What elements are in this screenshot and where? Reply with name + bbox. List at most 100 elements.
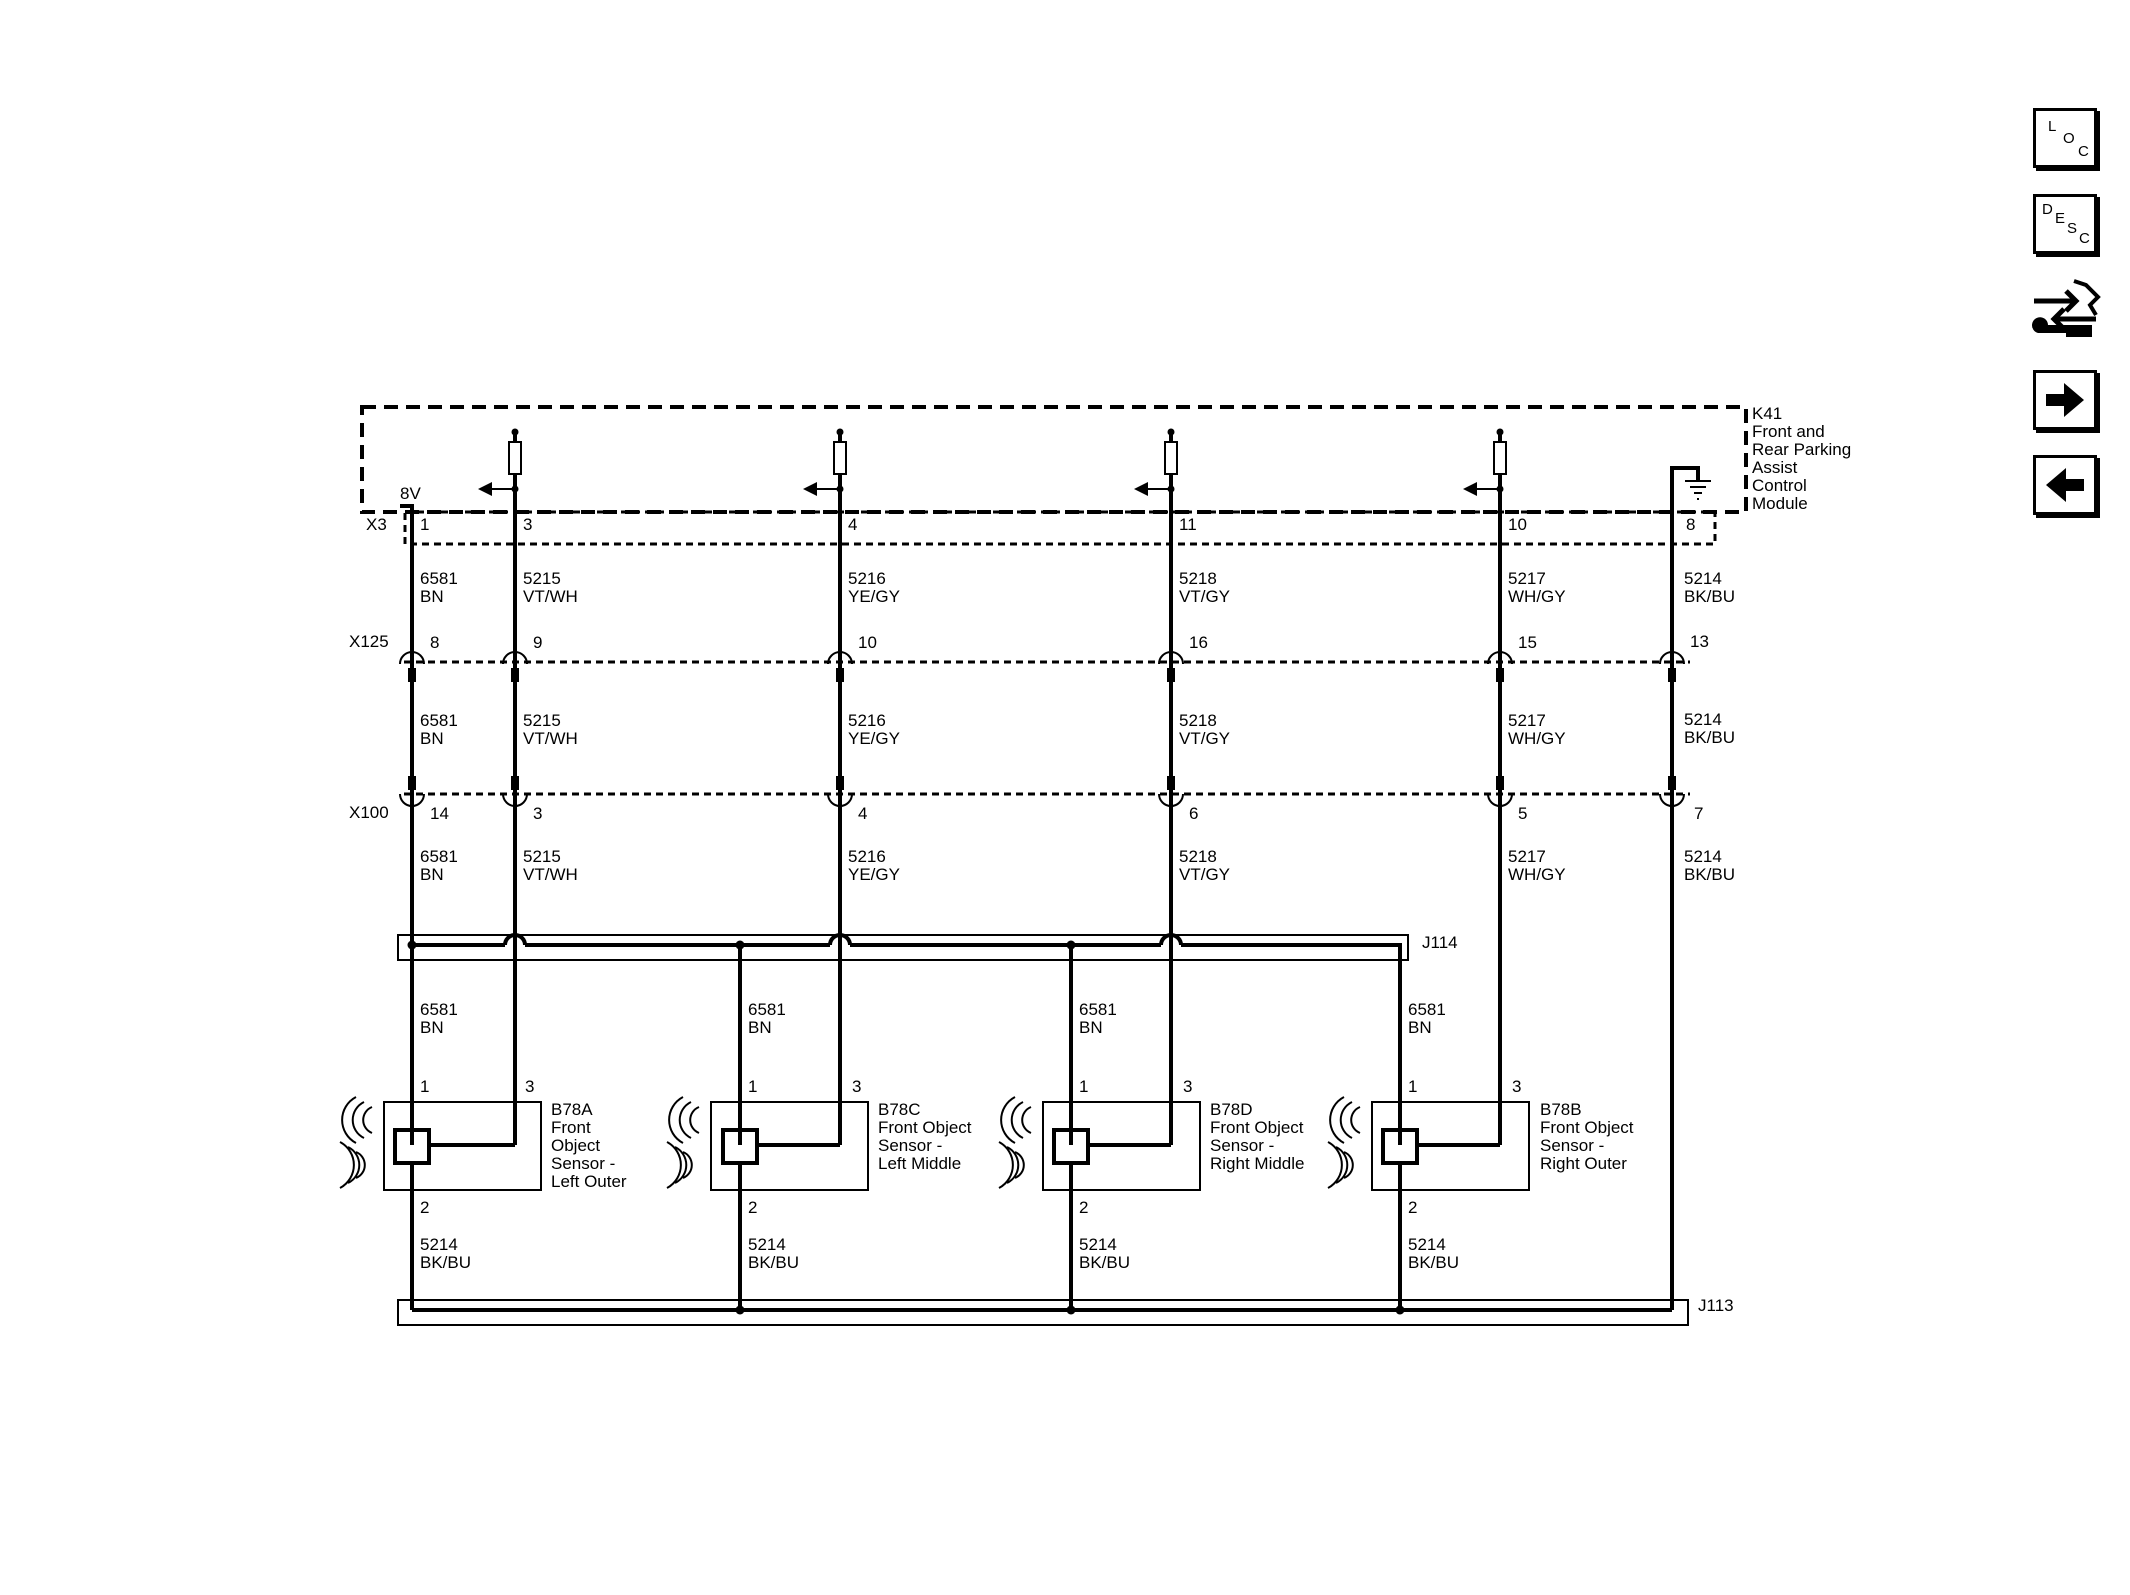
svg-text:6581: 6581 — [420, 1000, 458, 1019]
svg-text:B78D: B78D — [1210, 1100, 1253, 1119]
splice-j113-label: J113 — [1698, 1296, 1734, 1315]
connector-pin: 4 — [848, 515, 857, 534]
svg-text:5214: 5214 — [1408, 1235, 1446, 1254]
car-wrench-icon — [2032, 279, 2101, 337]
svg-text:2: 2 — [420, 1198, 429, 1217]
splice-j114 — [397, 933, 1409, 1145]
svg-text:Sensor -: Sensor - — [878, 1136, 942, 1155]
module-name-line: Control — [1752, 476, 1807, 495]
connector-pin: 9 — [533, 633, 542, 652]
sensor-b78c-label: B78C Front Object Sensor - Left Middle — [878, 1100, 972, 1173]
svg-text:BK/BU: BK/BU — [1684, 587, 1735, 606]
sensor-b78d — [998, 1096, 1201, 1191]
connector-pin: 6 — [1189, 804, 1198, 823]
module-name-line: Rear Parking — [1752, 440, 1851, 459]
sensor-b78a-label: B78A Front Object Sensor - Left Outer — [551, 1100, 627, 1191]
svg-text:1: 1 — [748, 1077, 757, 1096]
description-letter: C — [2079, 230, 2090, 247]
svg-text:2: 2 — [1079, 1198, 1088, 1217]
service-procedure-button[interactable] — [2030, 275, 2102, 345]
previous-button[interactable] — [2033, 455, 2097, 515]
svg-text:5214: 5214 — [1079, 1235, 1117, 1254]
description-letter: E — [2055, 210, 2066, 227]
svg-text:Front: Front — [551, 1118, 591, 1137]
pullup-symbol-5215 — [478, 428, 522, 530]
svg-text:Front Object: Front Object — [1540, 1118, 1634, 1137]
svg-text:3: 3 — [525, 1077, 534, 1096]
svg-text:BK/BU: BK/BU — [1684, 728, 1735, 747]
svg-text:Left Outer: Left Outer — [551, 1172, 627, 1191]
svg-text:Right Middle: Right Middle — [1210, 1154, 1305, 1173]
svg-text:BN: BN — [420, 729, 444, 748]
next-button[interactable] — [2033, 370, 2097, 430]
svg-text:Front Object: Front Object — [1210, 1118, 1304, 1137]
svg-text:B78A: B78A — [551, 1100, 593, 1119]
svg-text:Sensor -: Sensor - — [551, 1154, 615, 1173]
connector-x125-terminals — [399, 651, 1685, 682]
svg-text:5214: 5214 — [420, 1235, 458, 1254]
pullup-symbol-5216 — [803, 428, 847, 530]
svg-text:YE/GY: YE/GY — [848, 729, 900, 748]
svg-text:5216: 5216 — [848, 711, 886, 730]
connector-pin: 5 — [1518, 804, 1527, 823]
svg-text:5214: 5214 — [748, 1235, 786, 1254]
svg-text:VT/WH: VT/WH — [523, 587, 578, 606]
module-voltage: 8V — [400, 484, 421, 503]
connector-pin: 16 — [1189, 633, 1208, 652]
connector-pin: 10 — [858, 633, 877, 652]
description-letter: S — [2067, 220, 2078, 237]
svg-text:BN: BN — [420, 865, 444, 884]
module-name-line: Front and — [1752, 422, 1825, 441]
svg-text:2: 2 — [1408, 1198, 1417, 1217]
svg-text:3: 3 — [1512, 1077, 1521, 1096]
svg-text:YE/GY: YE/GY — [848, 865, 900, 884]
svg-text:YE/GY: YE/GY — [848, 587, 900, 606]
svg-text:6581: 6581 — [1408, 1000, 1446, 1019]
connector-pin: 4 — [858, 804, 867, 823]
svg-text:Sensor -: Sensor - — [1210, 1136, 1274, 1155]
svg-text:WH/GY: WH/GY — [1508, 729, 1566, 748]
description-button[interactable]: D E S C — [2033, 194, 2097, 254]
svg-text:1: 1 — [1408, 1077, 1417, 1096]
svg-text:3: 3 — [1183, 1077, 1192, 1096]
splice-j113 — [397, 1299, 1689, 1326]
connector-pin: 13 — [1690, 632, 1709, 651]
pullup-symbol-5217 — [1463, 428, 1507, 530]
module-name-line: Module — [1752, 494, 1808, 513]
location-letter: O — [2063, 130, 2075, 147]
svg-text:2: 2 — [748, 1198, 757, 1217]
svg-text:1: 1 — [1079, 1077, 1088, 1096]
svg-text:6581: 6581 — [748, 1000, 786, 1019]
svg-text:5216: 5216 — [848, 847, 886, 866]
sensor-b78b-label: B78B Front Object Sensor - Right Outer — [1540, 1100, 1634, 1173]
svg-text:Front Object: Front Object — [878, 1118, 972, 1137]
svg-text:BN: BN — [1408, 1018, 1432, 1037]
module-ref: K41 — [1752, 404, 1782, 423]
connector-pin: 11 — [1179, 515, 1197, 534]
connector-pin: 14 — [430, 804, 449, 823]
svg-text:WH/GY: WH/GY — [1508, 865, 1566, 884]
location-button[interactable]: L O C — [2033, 108, 2097, 168]
svg-text:5215: 5215 — [523, 711, 561, 730]
arrow-left-icon — [2046, 468, 2084, 502]
arrow-right-icon — [2046, 383, 2084, 417]
connector-x3-band — [403, 510, 1717, 546]
svg-text:BN: BN — [1079, 1018, 1103, 1037]
connector-x100-label: X100 — [349, 803, 389, 822]
connector-pin: 3 — [523, 515, 532, 534]
svg-text:6581: 6581 — [1079, 1000, 1117, 1019]
connector-pin: 8 — [1686, 515, 1695, 534]
svg-text:WH/GY: WH/GY — [1508, 587, 1566, 606]
svg-text:6581: 6581 — [420, 711, 458, 730]
svg-text:3: 3 — [852, 1077, 861, 1096]
location-letter: C — [2078, 143, 2089, 160]
svg-text:VT/GY: VT/GY — [1179, 729, 1230, 748]
svg-text:BK/BU: BK/BU — [1684, 865, 1735, 884]
sensor-pin-labels: 1 3 2 1 3 2 1 3 2 1 3 2 — [420, 1077, 1521, 1217]
svg-text:Right Outer: Right Outer — [1540, 1154, 1627, 1173]
svg-text:6581: 6581 — [420, 847, 458, 866]
